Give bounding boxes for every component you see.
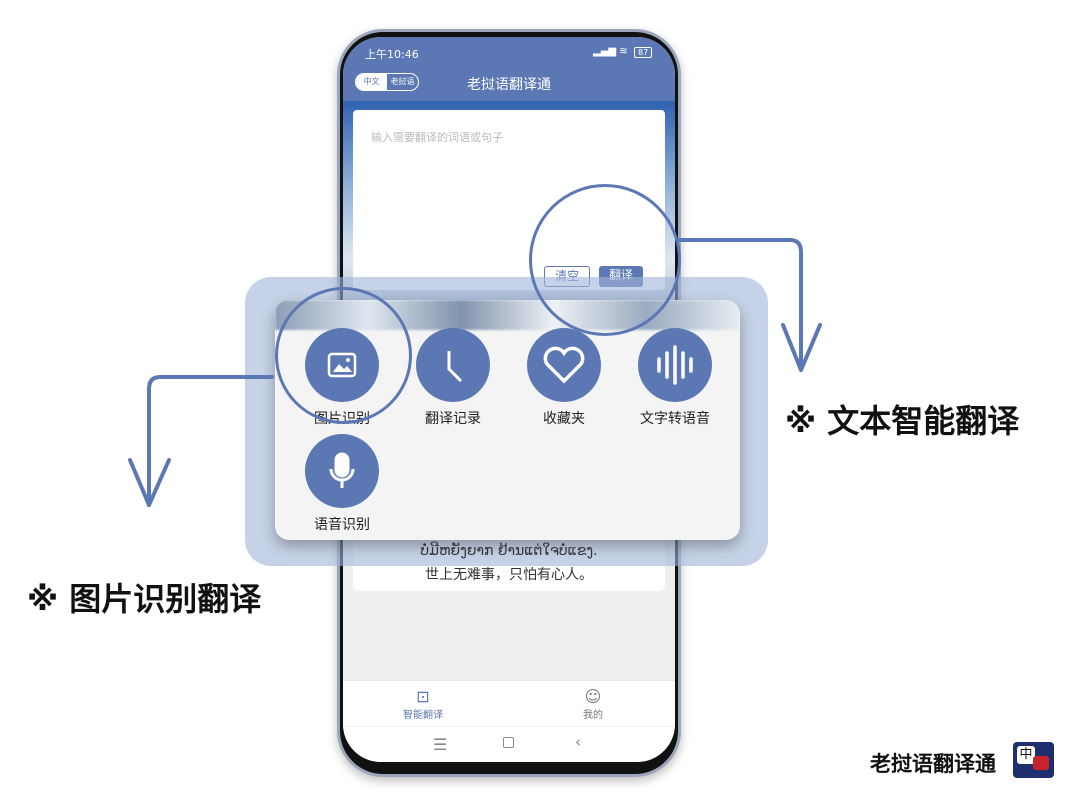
translate-input[interactable]: 输入需要翻译的词语或句子: [371, 131, 503, 144]
status-bar: 上午10:46 ▂▄▆ ≋ 87: [343, 37, 675, 65]
feature-label: 语音识别: [314, 517, 370, 533]
battery-indicator: 87: [634, 47, 653, 58]
feature-label: 文字转语音: [640, 411, 710, 427]
user-icon: ☺: [584, 687, 602, 706]
nav-label: 我的: [583, 710, 603, 721]
caption-image-translate: ※ 图片识别翻译: [27, 580, 262, 618]
nav-label: 智能翻译: [403, 710, 443, 721]
language-toggle[interactable]: 中文 老挝语: [355, 73, 419, 91]
clock-icon: [416, 328, 490, 402]
feature-speech-recognition[interactable]: 语音识别: [292, 434, 392, 534]
status-time: 上午10:46: [365, 48, 419, 61]
arrow-head-text-translate: [781, 323, 822, 372]
nav-mine[interactable]: ☺ 我的: [553, 687, 633, 721]
result-chinese: 世上无难事，只怕有心人。: [425, 567, 593, 583]
highlight-circle-image: [275, 287, 412, 424]
app-title: 老挝语翻译通: [467, 77, 551, 93]
feature-label: 收藏夹: [543, 411, 585, 427]
result-lao: ບໍ່ມີຫຍັງຍາກ ຢ້ານແຕ່ໃຈບໍ່ແຂງ.: [420, 543, 598, 559]
heart-icon: [527, 328, 601, 402]
system-nav-bar: ☰ ‹: [343, 726, 675, 762]
robot-icon: ⊡: [416, 687, 430, 706]
feature-history[interactable]: 翻译记录: [403, 328, 503, 428]
waveform-icon: [638, 328, 712, 402]
brand-name: 老挝语翻译通: [870, 752, 996, 776]
signal-icon: ▂▄▆ ≋: [593, 46, 628, 57]
bottom-nav: ⊡ 智能翻译 ☺ 我的: [343, 680, 675, 726]
app-bar: 中文 老挝语 老挝语翻译通: [343, 65, 675, 101]
caption-text-translate: ※ 文本智能翻译: [785, 402, 1020, 440]
lang-chinese[interactable]: 中文: [356, 74, 387, 90]
microphone-icon: [305, 434, 379, 508]
feature-favorites[interactable]: 收藏夹: [514, 328, 614, 428]
highlight-circle-translate: [529, 184, 681, 336]
feature-text-to-speech[interactable]: 文字转语音: [625, 328, 725, 428]
logo-flag: [1033, 756, 1049, 770]
logo-char: 中: [1017, 746, 1035, 764]
menu-icon[interactable]: ☰: [433, 735, 448, 754]
arrow-head-image-translate: [128, 458, 171, 507]
back-icon[interactable]: ‹: [575, 733, 581, 751]
feature-label: 翻译记录: [425, 411, 481, 427]
home-icon[interactable]: [503, 737, 514, 748]
brand-logo: 中: [1013, 742, 1054, 778]
lang-lao[interactable]: 老挝语: [390, 77, 415, 86]
nav-smart-translate[interactable]: ⊡ 智能翻译: [383, 687, 463, 721]
